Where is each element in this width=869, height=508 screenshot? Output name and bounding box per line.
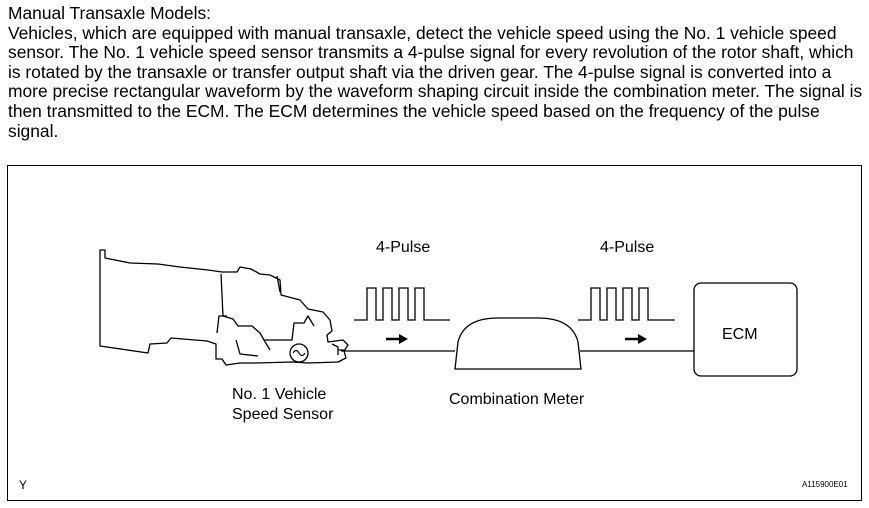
pulse-label-left: 4-Pulse (376, 239, 431, 256)
description-paragraph: Vehicles, which are equipped with manual… (8, 22, 863, 141)
document-text: Manual Transaxle Models: Vehicles, which… (8, 3, 863, 141)
sensor-label-line1: No. 1 Vehicle (232, 386, 327, 403)
figure-code: A115900E01 (802, 480, 848, 489)
direction-arrow-right (625, 334, 647, 344)
pulse-label-right: 4-Pulse (600, 239, 655, 256)
section-heading: Manual Transaxle Models: (8, 3, 211, 23)
pulse-waveform-left (354, 287, 450, 321)
sensor-label-line2: Speed Sensor (232, 406, 334, 423)
ecm-box (693, 282, 798, 377)
transaxle-detail (220, 273, 315, 341)
corner-mark: Y (19, 478, 28, 492)
pulse-waveform-right (578, 287, 675, 321)
combination-meter-shape (454, 317, 582, 370)
diagram-drawing (99, 249, 798, 377)
speed-sensor-diagram: 4-Pulse 4-Pulse No. 1 Vehicle Speed Sens… (7, 165, 862, 501)
direction-arrow-left (386, 334, 408, 344)
combination-meter-label: Combination Meter (449, 391, 585, 408)
transaxle-outline (99, 249, 349, 366)
ecm-label: ECM (722, 326, 758, 343)
speed-sensor-icon (289, 343, 309, 363)
